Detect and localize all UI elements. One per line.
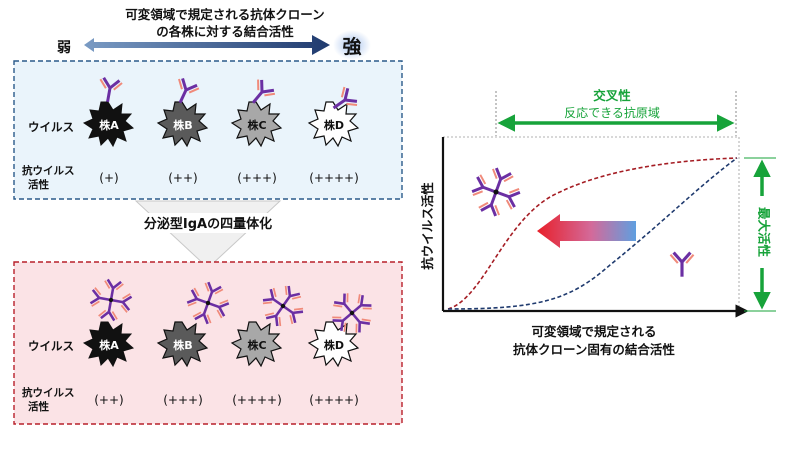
top-strain-a-name: 株A xyxy=(99,118,119,132)
bottom-strain-b-name: 株B xyxy=(173,338,192,352)
top-activity-label-2: 活性 xyxy=(28,178,49,191)
antibody-icon xyxy=(668,250,696,279)
top-strain-c-activity: (+++) xyxy=(237,171,277,185)
top-activity-label-1: 抗ウイルス xyxy=(22,164,75,177)
bottom-strain-c-name: 株C xyxy=(247,338,266,352)
top-strain-a: 株A (+) xyxy=(82,75,135,185)
bottom-strain-a-activity: (++) xyxy=(94,393,123,407)
strong-label: 強 xyxy=(342,36,361,58)
bottom-strain-b: 株B (+++) xyxy=(156,278,233,407)
top-strain-b: 株B (++) xyxy=(156,75,209,185)
bottom-strain-c: 株C (++++) xyxy=(230,279,310,407)
top-strain-d-activity: (++++) xyxy=(309,171,359,185)
iga-tetramer-curve xyxy=(447,157,738,310)
transition-label: 分泌型IgAの四量体化 xyxy=(144,216,272,232)
x-axis-label-line2: 抗体クローン固有の結合活性 xyxy=(513,342,675,357)
bottom-strain-d: 株D (++++) xyxy=(307,285,380,407)
bottom-strain-d-name: 株D xyxy=(324,338,344,352)
top-strain-c: 株C (+++) xyxy=(230,76,283,185)
weak-label: 弱 xyxy=(57,40,71,56)
transition-arrow xyxy=(134,200,282,269)
top-strain-c-name: 株C xyxy=(247,118,266,132)
y-axis-label: 抗ウイルス活性 xyxy=(420,182,435,270)
bottom-strain-a: 株A (++) xyxy=(82,277,135,407)
x-axis-label-line1: 可変領域で規定される xyxy=(531,324,656,339)
iga-tetramer-icon xyxy=(467,163,525,221)
bottom-strain-c-activity: (++++) xyxy=(232,393,282,407)
top-strain-a-activity: (+) xyxy=(99,171,118,185)
cross-title: 交叉性 xyxy=(593,88,631,103)
top-strain-d: 株D (++++) xyxy=(307,84,361,185)
top-strain-d-name: 株D xyxy=(324,118,344,132)
bottom-strain-d-activity: (++++) xyxy=(309,393,359,407)
bottom-strain-a-name: 株A xyxy=(99,338,119,352)
binding-strength-arrow xyxy=(84,35,330,55)
transition-label-bg xyxy=(128,213,288,233)
max-activity-label: 最大活性 xyxy=(757,207,772,258)
top-title-line1: 可変領域で規定される抗体クローン xyxy=(125,7,324,22)
chart: 交叉性 反応できる抗原域 最大活性 抗ウイルス活性 可変領域で規定される 抗体ク… xyxy=(420,88,776,357)
strong-glow xyxy=(333,30,371,60)
max-label-bg xyxy=(756,196,770,268)
top-strain-b-activity: (++) xyxy=(168,171,197,185)
bottom-strain-b-activity: (+++) xyxy=(163,393,203,407)
top-virus-label: ウイルス xyxy=(28,120,74,134)
bottom-activity-label-1: 抗ウイルス xyxy=(22,386,75,399)
top-title-line2: の各株に対する結合活性 xyxy=(156,24,294,39)
monomer-curve xyxy=(447,157,738,310)
bottom-virus-label: ウイルス xyxy=(28,339,74,353)
top-strain-b-name: 株B xyxy=(173,118,192,132)
bottom-activity-label-2: 活性 xyxy=(28,400,49,413)
shift-arrow xyxy=(537,214,636,248)
cross-subtitle: 反応できる抗原域 xyxy=(564,105,660,120)
